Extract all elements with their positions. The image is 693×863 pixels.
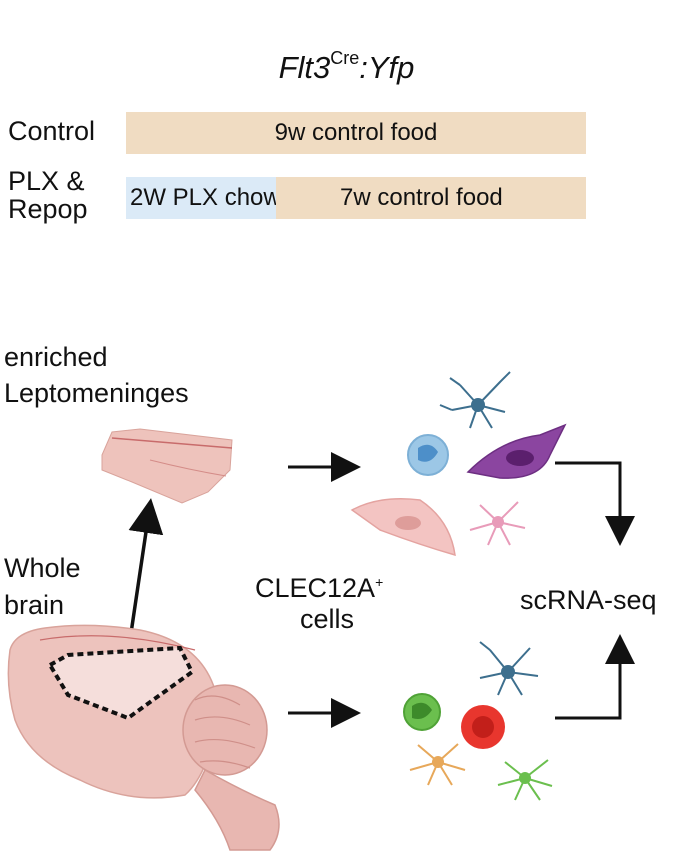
clec12a-label: CLEC12A+ <box>255 573 384 603</box>
arrow-brain-to-leptomeninges <box>128 498 164 641</box>
title-gene: Flt3 <box>278 50 331 85</box>
control-food-text: 9w control food <box>274 119 438 146</box>
scrna-seq-label: scRNA-seq <box>520 585 657 615</box>
brain-label: brain <box>4 590 65 620</box>
leptomeninges-tissue <box>101 428 233 504</box>
figure-title: Flt3Cre:Yfp <box>0 48 693 86</box>
brain-cell-cluster <box>403 641 553 801</box>
arrow-lower-to-scrna <box>555 634 635 720</box>
plx-chow-bar: 2W PLX chow <box>126 177 281 219</box>
plx-label-line1: PLX & <box>8 166 85 196</box>
plx-control-food-bar: 7w control food <box>276 177 586 219</box>
title-suffix: :Yfp <box>359 50 415 85</box>
control-food-bar: 9w control food <box>126 112 586 154</box>
arrow-upper-to-scrna <box>555 461 635 546</box>
leptomeninges-cell-cluster <box>350 371 567 557</box>
control-label: Control <box>8 116 96 146</box>
leptomeninges-label: Leptomeninges <box>4 378 189 408</box>
enriched-label: enriched <box>4 342 108 372</box>
whole-label: Whole <box>4 553 81 583</box>
title-superscript: Cre <box>330 48 360 68</box>
mouse-brain <box>7 624 280 851</box>
plx-control-food-text: 7w control food <box>340 184 503 211</box>
cells-label: cells <box>300 604 355 634</box>
plx-label-line2: Repop <box>8 194 88 224</box>
plx-chow-text: 2W PLX chow <box>130 184 281 211</box>
